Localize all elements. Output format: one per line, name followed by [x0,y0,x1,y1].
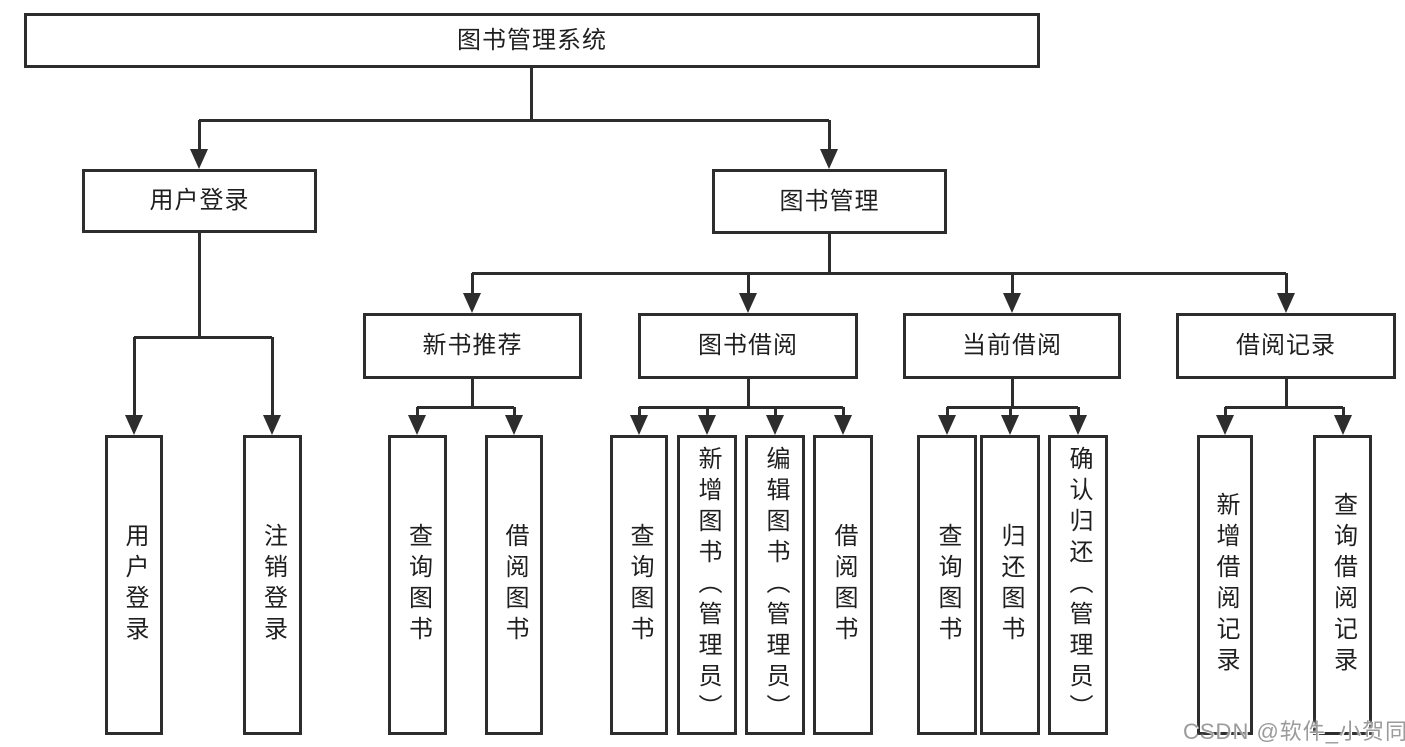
node-book-borrow: 图书借阅 [638,313,858,379]
leaf-borrow-books-label: 借阅图书 [830,523,857,647]
arrow-down-icon [463,293,481,313]
connector-line [637,407,641,417]
connector-line [472,271,1286,275]
connector-line [1076,407,1080,417]
leaf-confirm-return-admin-label: 确认归还（管理员） [1065,445,1092,725]
connector-line [417,405,514,409]
leaf-user-login: 用户登录 [105,435,163,735]
node-new-book-recommend: 新书推荐 [363,313,582,379]
arrow-down-icon [505,415,523,435]
arrow-down-icon [1277,293,1295,313]
connector-line [1223,407,1227,417]
leaf-user-login-label: 用户登录 [121,523,148,647]
leaf-query-borrow-record: 查询借阅记录 [1313,435,1372,735]
arrow-down-icon [1216,415,1234,435]
node-user-login: 用户登录 [82,169,317,233]
arrow-down-icon [1334,415,1352,435]
connector-line [746,273,750,295]
arrow-down-icon [125,415,143,435]
node-root-label: 图书管理系统 [457,26,607,54]
leaf-add-books-admin-label: 新增图书（管理员） [694,445,721,725]
connector-line [746,379,750,407]
node-borrow-records-label: 借阅记录 [1236,332,1336,359]
leaf-query-books-current-label: 查询图书 [934,523,961,647]
node-borrow-records: 借阅记录 [1176,313,1396,379]
connector-line [827,120,831,151]
leaf-add-borrow-record: 新增借阅记录 [1197,435,1253,735]
leaf-add-books-admin: 新增图书（管理员） [677,435,737,735]
node-book-management: 图书管理 [712,169,947,234]
connector-line [773,407,777,417]
leaf-edit-books-admin-label: 编辑图书（管理员） [762,445,789,725]
leaf-add-borrow-record-label: 新增借阅记录 [1212,492,1239,678]
leaf-borrow-books: 借阅图书 [813,435,873,735]
connector-line [470,273,474,295]
connector-line [199,118,829,122]
arrow-down-icon [1069,415,1087,435]
leaf-logout: 注销登录 [243,435,302,735]
connector-line [134,335,272,339]
connector-line [827,234,831,273]
leaf-query-books-recommend: 查询图书 [388,435,447,735]
watermark: CSDN @软件_小贺同学 [1183,719,1405,744]
leaf-confirm-return-admin: 确认归还（管理员） [1048,435,1108,735]
connector-line [947,405,1078,409]
connector-line [705,407,709,417]
connector-line [1225,405,1343,409]
connector-line [512,407,516,417]
arrow-down-icon [834,415,852,435]
node-book-management-label: 图书管理 [779,187,880,215]
connector-line [270,337,274,417]
connector-line [1010,273,1014,295]
connector-line [132,337,136,417]
connector-line [945,407,949,417]
connector-line [1010,379,1014,407]
arrow-down-icon [938,415,956,435]
leaf-query-books-current: 查询图书 [917,435,977,735]
leaf-logout-label: 注销登录 [259,523,287,647]
arrow-down-icon [739,293,757,313]
node-current-borrow: 当前借阅 [903,313,1121,379]
leaf-query-borrow-record-label: 查询借阅记录 [1329,492,1357,678]
arrow-down-icon [1003,293,1021,313]
connector-line [1284,273,1288,295]
leaf-edit-books-admin: 编辑图书（管理员） [745,435,805,735]
connector-line [197,233,201,337]
node-root-system: 图书管理系统 [24,13,1040,68]
connector-line [1341,407,1345,417]
node-new-book-recommend-label: 新书推荐 [422,332,523,359]
leaf-query-books-borrow-label: 查询图书 [626,523,653,647]
leaf-borrow-books-recommend-label: 借阅图书 [501,523,528,647]
connector-line [1284,379,1288,407]
leaf-query-books-recommend-label: 查询图书 [404,523,432,647]
arrow-down-icon [820,149,838,169]
connector-line [470,379,474,407]
connector-line [1008,407,1012,417]
arrow-down-icon [263,415,281,435]
leaf-query-books-borrow: 查询图书 [610,435,668,735]
leaf-return-books-label: 归还图书 [997,523,1024,647]
node-current-borrow-label: 当前借阅 [962,332,1062,359]
connector-line [529,68,533,120]
node-book-borrow-label: 图书借阅 [698,332,798,359]
arrow-down-icon [408,415,426,435]
arrow-down-icon [630,415,648,435]
arrow-down-icon [190,149,208,169]
connector-line [197,120,201,151]
leaf-borrow-books-recommend: 借阅图书 [485,435,543,735]
connector-line [415,407,419,417]
arrow-down-icon [1001,415,1019,435]
node-user-login-label: 用户登录 [149,187,250,214]
arrow-down-icon [698,415,716,435]
connector-line [639,405,843,409]
arrow-down-icon [766,415,784,435]
leaf-return-books: 归还图书 [980,435,1040,735]
connector-line [841,407,845,417]
